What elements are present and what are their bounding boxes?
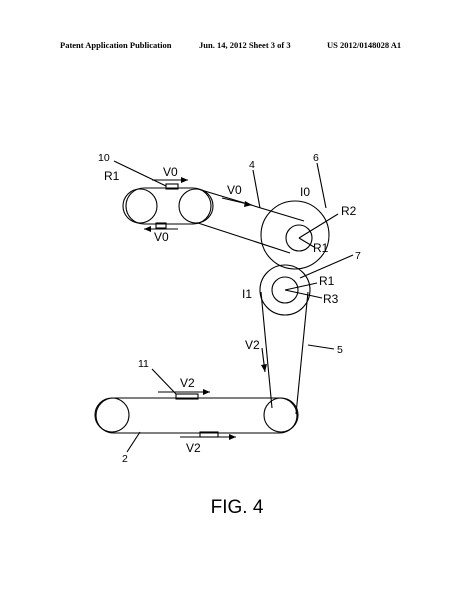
label-r1-big-roller: R1 (313, 241, 329, 255)
label-i1: I1 (242, 287, 252, 301)
object-top-11 (175, 393, 199, 400)
object-bottom-10 (155, 222, 167, 229)
belt-5-right (295, 291, 309, 415)
roller-7-outer (259, 264, 311, 316)
arrowhead-v0-top (181, 177, 188, 183)
radius-r2 (298, 213, 339, 239)
radius-r1-small (284, 282, 318, 291)
ref-label-5: 5 (337, 344, 343, 356)
ref-label-7: 7 (355, 250, 361, 262)
publication-type: Patent Application Publication (60, 40, 172, 50)
leader-11 (151, 368, 177, 395)
label-v2-bottom: V2 (186, 441, 201, 455)
label-i0: I0 (300, 185, 310, 199)
arrowhead-v2-bottom (229, 434, 236, 440)
roller-right-10 (178, 188, 214, 224)
roller-7-inner (271, 276, 299, 304)
leader-2 (126, 431, 141, 453)
publication-date-sheet: Jun. 14, 2012 Sheet 3 of 3 (199, 40, 291, 50)
label-v0-top: V0 (163, 165, 178, 179)
conveyor-belt-2 (95, 397, 298, 434)
leader-4 (252, 169, 261, 209)
label-v2-vertical: V2 (245, 338, 260, 352)
roller-right-2 (263, 397, 299, 433)
publication-number: US 2012/0148028 A1 (327, 40, 402, 50)
belt-5-left (260, 291, 273, 409)
belt-4-lower (197, 222, 291, 254)
leader-10 (113, 160, 167, 187)
leader-7 (299, 254, 354, 279)
label-r3: R3 (323, 292, 339, 306)
ref-label-10: 10 (98, 152, 110, 164)
ref-label-6: 6 (313, 152, 319, 164)
radius-r3 (284, 289, 323, 299)
arrowhead-v0-belt (244, 201, 252, 207)
label-v0-bottom: V0 (154, 230, 169, 244)
roller-6-outer (260, 200, 330, 270)
arrowhead-v0-bottom (144, 226, 151, 232)
roller-6-inner (285, 224, 313, 252)
arrowhead-v2-vertical (261, 364, 267, 372)
page-header: Patent Application Publication Jun. 14, … (0, 40, 474, 54)
radius-r1-big (298, 237, 315, 248)
leader-5 (307, 344, 335, 350)
figure-caption: FIG. 4 (210, 497, 264, 518)
ref-label-4: 4 (249, 159, 255, 171)
label-r1-small-roller: R1 (319, 274, 335, 288)
label-r2: R2 (341, 204, 357, 218)
roller-left-10 (122, 188, 158, 224)
roller-left-2 (94, 397, 130, 433)
object-top-10 (165, 183, 179, 190)
label-v0-belt: V0 (227, 183, 242, 197)
leader-6 (316, 162, 327, 209)
conveyor-belt-10 (125, 187, 212, 225)
label-v2-top: V2 (180, 376, 195, 390)
arrowhead-v2-top (203, 389, 210, 395)
label-r1-top-left: R1 (104, 169, 120, 183)
ref-label-2: 2 (122, 453, 128, 465)
ref-label-11: 11 (138, 358, 149, 370)
